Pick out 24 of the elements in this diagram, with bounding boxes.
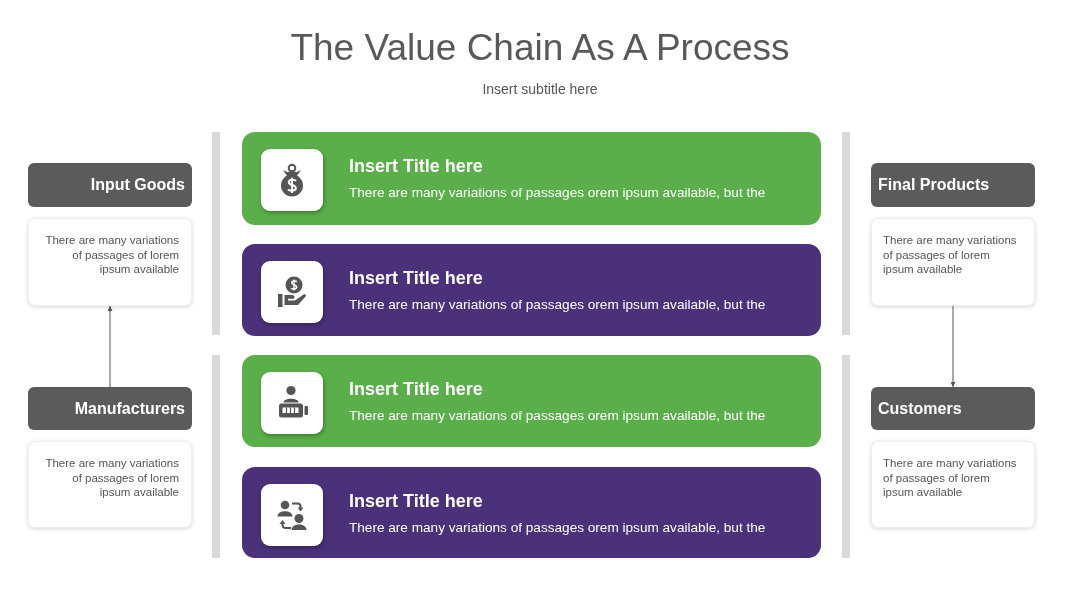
arrow xyxy=(107,305,113,388)
description-card: There are many variations of passages of lorem ipsum available xyxy=(871,441,1035,528)
bar-text: There are many variations of passages orem ipsum available, but the xyxy=(349,184,766,201)
bar-title: Insert Title here xyxy=(349,491,483,512)
process-bar xyxy=(242,132,821,225)
category-header: Final Products xyxy=(871,163,1035,207)
process-bar xyxy=(242,355,821,447)
page-title: The Value Chain As A Process xyxy=(290,26,790,70)
arrow xyxy=(950,305,956,388)
bar-text: There are many variations of passages orem ipsum available, but the xyxy=(349,519,766,536)
bar-text: There are many variations of passages orem ipsum available, but the xyxy=(349,407,766,424)
process-bar xyxy=(242,467,821,558)
bar-title: Insert Title here xyxy=(349,156,483,177)
category-header: Manufacturers xyxy=(28,387,192,430)
category-header: Input Goods xyxy=(28,163,192,207)
subtitle: Insert subtitle here xyxy=(482,80,598,98)
description-card: There are many variations of passages of lorem ipsum available xyxy=(28,441,192,528)
bar-title: Insert Title here xyxy=(349,268,483,289)
description-card: There are many variations of passages of lorem ipsum available xyxy=(28,218,192,306)
bar-title: Insert Title here xyxy=(349,379,483,400)
bar-text: There are many variations of passages orem ipsum available, but the xyxy=(349,296,766,313)
process-bar xyxy=(242,244,821,336)
category-header: Customers xyxy=(871,387,1035,430)
description-card: There are many variations of passages of lorem ipsum available xyxy=(871,218,1035,306)
